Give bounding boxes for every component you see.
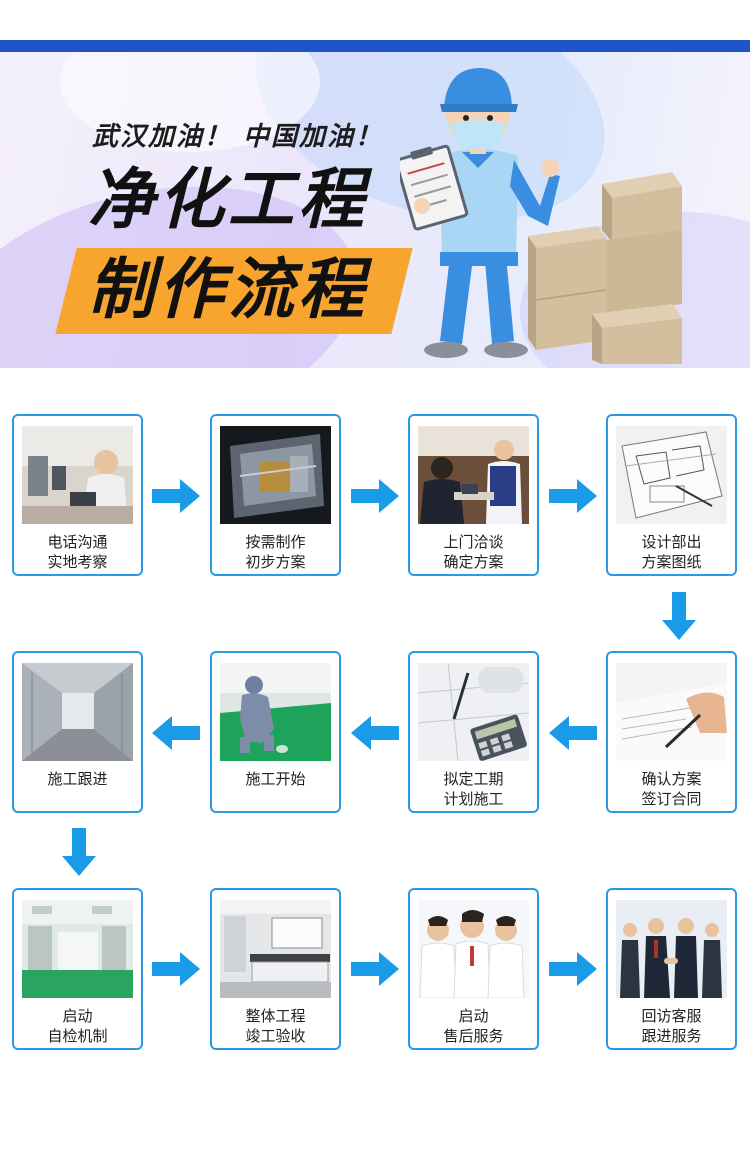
arrow-down-icon	[662, 592, 696, 640]
arrow-left-icon	[152, 716, 200, 750]
step-label-line1: 确认方案	[641, 770, 702, 788]
step-label-line2: 跟进服务	[641, 1027, 702, 1045]
step-card: 按需制作初步方案	[210, 414, 341, 576]
step-label-line2: 计划施工	[443, 790, 504, 808]
arrow-right-icon	[152, 952, 200, 986]
step-card: 整体工程竣工验收	[210, 888, 341, 1050]
handshake-photo-icon	[616, 900, 727, 998]
step-label-line1: 施工开始	[245, 770, 306, 788]
corridor-photo-icon	[22, 663, 133, 761]
step-label-line2: 竣工验收	[245, 1027, 306, 1045]
step-label-line1: 设计部出	[641, 533, 702, 551]
lab-room-photo-icon	[220, 900, 331, 998]
step-card: 拟定工期计划施工	[408, 651, 539, 813]
step-card: 上门洽谈确定方案	[408, 414, 539, 576]
step-label-line1: 启动	[62, 1007, 93, 1025]
step-label-line2: 实地考察	[47, 553, 108, 571]
step-label-line1: 按需制作	[245, 533, 306, 551]
step-label-line1: 电话沟通	[47, 533, 108, 551]
step-card: 施工开始	[210, 651, 341, 813]
step-label-line1: 回访客服	[641, 1007, 702, 1025]
worker-floor-photo-icon	[220, 663, 331, 761]
boxes-illustration-icon	[528, 172, 682, 364]
step-label-line1: 上门洽谈	[443, 533, 504, 551]
arrow-right-icon	[549, 952, 597, 986]
step-card: 设计部出方案图纸	[606, 414, 737, 576]
step-label-line1: 整体工程	[245, 1007, 306, 1025]
step-label-line2: 售后服务	[443, 1027, 504, 1045]
step-label-line2: 签订合同	[641, 790, 702, 808]
banner: 武汉加油！ 中国加油！ 净化工程 制作流程	[0, 52, 750, 368]
step-label-line2: 初步方案	[245, 553, 306, 571]
step-label-line1: 施工跟进	[47, 770, 108, 788]
step-card: 启动自检机制	[12, 888, 143, 1050]
step-card: 回访客服跟进服务	[606, 888, 737, 1050]
step-card: 启动售后服务	[408, 888, 539, 1050]
step-label-line2: 确定方案	[443, 553, 504, 571]
arrow-left-icon	[351, 716, 399, 750]
step-card: 电话沟通实地考察	[12, 414, 143, 576]
blueprint-photo-icon	[616, 426, 727, 524]
arrow-down-icon	[62, 828, 96, 876]
arrow-right-icon	[152, 479, 200, 513]
calculator-plan-photo-icon	[418, 663, 529, 761]
banner-title-line2: 制作流程	[88, 251, 368, 328]
cleanroom-photo-icon	[22, 900, 133, 998]
step-label-line1: 拟定工期	[443, 770, 504, 788]
worker-illustration-icon	[400, 68, 560, 358]
step-label-line1: 启动	[458, 1007, 489, 1025]
arrow-right-icon	[351, 952, 399, 986]
banner-slogan: 武汉加油！ 中国加油！	[92, 122, 384, 152]
call-center-photo-icon	[22, 426, 133, 524]
step-card: 施工跟进	[12, 651, 143, 813]
arrow-right-icon	[549, 479, 597, 513]
step-label-line2: 自检机制	[47, 1027, 108, 1045]
banner-title-line1: 净化工程	[88, 161, 368, 238]
support-staff-photo-icon	[418, 900, 529, 998]
signing-contract-photo-icon	[616, 663, 727, 761]
arrow-left-icon	[549, 716, 597, 750]
arrow-right-icon	[351, 479, 399, 513]
step-card: 确认方案签订合同	[606, 651, 737, 813]
meeting-photo-icon	[418, 426, 529, 524]
3d-model-photo-icon	[220, 426, 331, 524]
top-accent-bar	[0, 40, 750, 52]
step-label-line2: 方案图纸	[641, 553, 702, 571]
